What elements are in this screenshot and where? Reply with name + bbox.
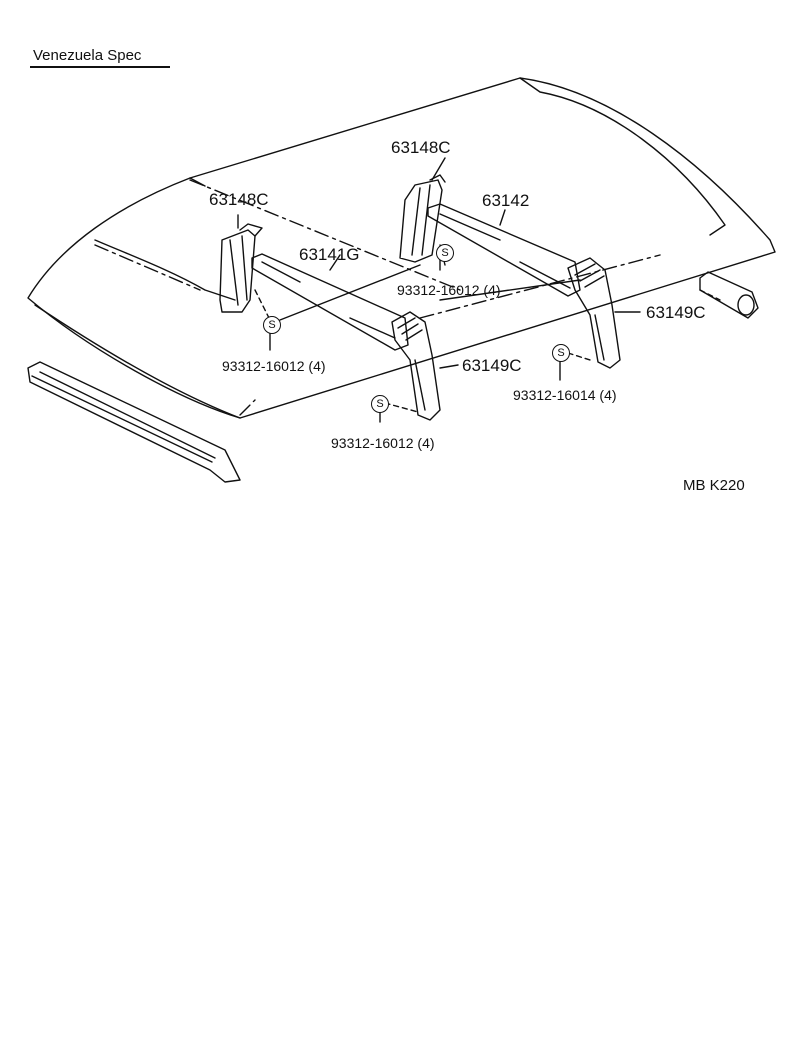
roof-panel-line <box>94 239 236 301</box>
part-label-bracket-center: 63148C <box>391 138 451 157</box>
screw-dash-lines <box>254 244 721 413</box>
screw-symbol-rear: S <box>552 344 570 362</box>
screw-label-rear: 93312-16014 (4) <box>513 387 617 403</box>
spec-label: Venezuela Spec <box>33 47 142 64</box>
screw-symbol-center: S <box>436 244 454 262</box>
screw-label-left: 93312-16012 (4) <box>222 358 326 374</box>
spec-underline <box>30 66 170 68</box>
roof-front-edge <box>34 304 241 419</box>
part-label-bow-front: 63141G <box>299 245 360 264</box>
bracket-center-shape <box>399 179 443 263</box>
screw-symbol-left: S <box>263 316 281 334</box>
screw-label-front: 93312-16012 (4) <box>331 435 435 451</box>
roof-centerline <box>94 179 661 416</box>
part-label-bracket-left: 63148C <box>209 190 269 209</box>
support-rear-shape <box>567 257 621 369</box>
bow-front-shape <box>251 253 409 351</box>
part-label-bow-rear: 63142 <box>482 191 530 210</box>
screw-label-center: 93312-16012 (4) <box>397 282 501 298</box>
rail-left <box>27 361 241 483</box>
bracket-left-shape <box>219 229 256 313</box>
roof-outline <box>27 77 776 419</box>
part-label-support-rear: 63149C <box>646 303 706 322</box>
leader-lines <box>237 157 641 423</box>
part-label-support-front: 63149C <box>462 356 522 375</box>
diagram-code: MB K220 <box>683 477 745 494</box>
support-front-shape <box>391 311 441 421</box>
bow-rear-shape <box>427 203 581 297</box>
screw-symbol-front: S <box>371 395 389 413</box>
